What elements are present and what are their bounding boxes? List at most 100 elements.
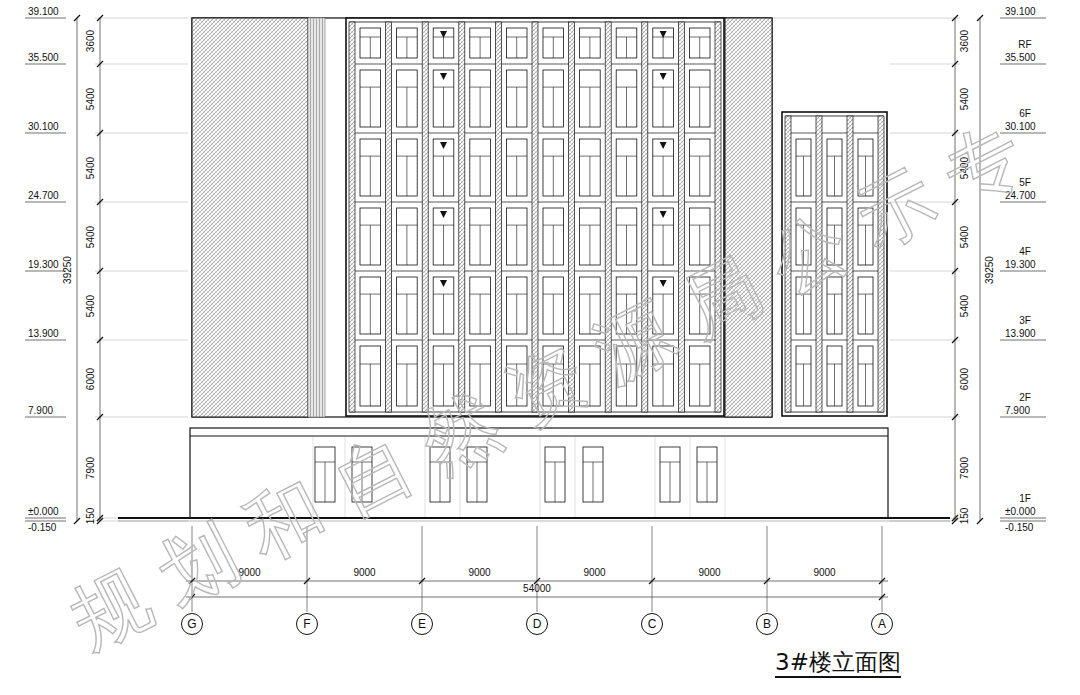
dimension-tick xyxy=(952,268,958,274)
window-mullion xyxy=(626,37,627,58)
opening-symbol xyxy=(440,31,447,38)
window-mullion xyxy=(699,156,700,196)
window xyxy=(470,277,491,334)
window xyxy=(470,208,491,265)
floor-line xyxy=(788,340,881,341)
window xyxy=(470,70,491,127)
window xyxy=(583,447,603,502)
window-mullion xyxy=(663,87,664,127)
window-mullion xyxy=(589,87,590,127)
axis-line xyxy=(767,526,768,612)
window-mullion xyxy=(516,156,517,196)
window-mullion xyxy=(516,37,517,58)
window xyxy=(397,70,418,127)
window-mullion xyxy=(370,294,371,334)
level-mark xyxy=(1000,18,1046,19)
window-mullion xyxy=(553,294,554,334)
pilaster xyxy=(349,22,355,412)
annotation-text: 9000 xyxy=(698,567,720,578)
window xyxy=(796,139,811,196)
dimension-text: 5400 xyxy=(959,294,970,316)
dimension-text: 5400 xyxy=(85,156,96,178)
dimension-tick xyxy=(952,414,958,420)
dimension-tick xyxy=(879,594,885,600)
extension-line xyxy=(95,133,188,134)
podium-joint xyxy=(690,437,691,518)
dimension-line xyxy=(77,18,78,521)
dimension-tick xyxy=(97,414,103,420)
window-mullion xyxy=(443,156,444,196)
window xyxy=(580,70,601,127)
dimension-text: 5400 xyxy=(85,87,96,109)
opening-symbol xyxy=(440,142,447,149)
window xyxy=(858,346,873,406)
axis-line xyxy=(652,526,653,612)
window xyxy=(433,277,454,334)
window xyxy=(543,70,564,127)
window xyxy=(360,208,381,265)
opening-symbol xyxy=(440,280,447,287)
level-mark xyxy=(25,518,66,519)
dimension-text: 5400 xyxy=(959,225,970,247)
opening-symbol xyxy=(660,31,667,38)
window-mullion xyxy=(589,156,590,196)
window-mullion xyxy=(553,156,554,196)
window xyxy=(616,28,637,58)
extension-line xyxy=(890,340,960,341)
level-mark xyxy=(25,417,66,418)
axis-label: E xyxy=(418,617,426,631)
axis-bubble: B xyxy=(756,613,778,635)
window-mullion xyxy=(589,225,590,265)
window-mullion xyxy=(443,225,444,265)
window-mullion xyxy=(370,156,371,196)
annotation-text: ±0.000 xyxy=(1005,506,1036,517)
dimension-text: 150 xyxy=(959,507,970,524)
annotation-text: 9000 xyxy=(468,567,490,578)
window xyxy=(616,70,637,127)
window-mullion xyxy=(699,364,700,406)
dimension-text: 39250 xyxy=(62,256,73,284)
window-mullion xyxy=(406,364,407,406)
dimension-line xyxy=(955,18,956,521)
dimension-tick xyxy=(74,518,80,524)
axis-bubble: C xyxy=(641,613,663,635)
window xyxy=(360,346,381,406)
window-mullion xyxy=(626,87,627,127)
annotation-text: 19.300 xyxy=(28,259,59,270)
level-mark xyxy=(1000,340,1046,341)
window xyxy=(470,139,491,196)
window-mullion xyxy=(699,87,700,127)
window-mullion xyxy=(699,225,700,265)
pilaster xyxy=(422,22,428,412)
window-mullion xyxy=(670,462,671,502)
window xyxy=(543,28,564,58)
dimension-line xyxy=(100,18,101,521)
window-mullion xyxy=(626,225,627,265)
hatched-wall xyxy=(725,18,772,417)
window-mullion xyxy=(406,225,407,265)
window xyxy=(653,208,674,265)
extension-line xyxy=(890,271,960,272)
level-mark xyxy=(1000,521,1046,522)
window xyxy=(653,70,674,127)
annotation-text: ±0.000 xyxy=(28,506,59,517)
window xyxy=(858,277,873,334)
dimension-tick xyxy=(97,518,103,524)
window xyxy=(543,139,564,196)
window xyxy=(397,277,418,334)
annotation-text: 3F xyxy=(1019,315,1031,326)
opening-symbol xyxy=(440,211,447,218)
dimension-tick xyxy=(97,199,103,205)
podium-joint xyxy=(575,437,576,518)
window xyxy=(360,28,381,58)
window-mullion xyxy=(516,87,517,127)
pilaster xyxy=(459,22,465,412)
annotation-text: 54000 xyxy=(523,583,551,594)
drawing-title: 3#楼立面图 xyxy=(775,648,901,678)
window-mullion xyxy=(480,37,481,58)
dimension-tick xyxy=(952,518,958,524)
window-mullion xyxy=(803,364,804,406)
window xyxy=(470,28,491,58)
dimension-line xyxy=(186,597,888,598)
window-mullion xyxy=(480,225,481,265)
